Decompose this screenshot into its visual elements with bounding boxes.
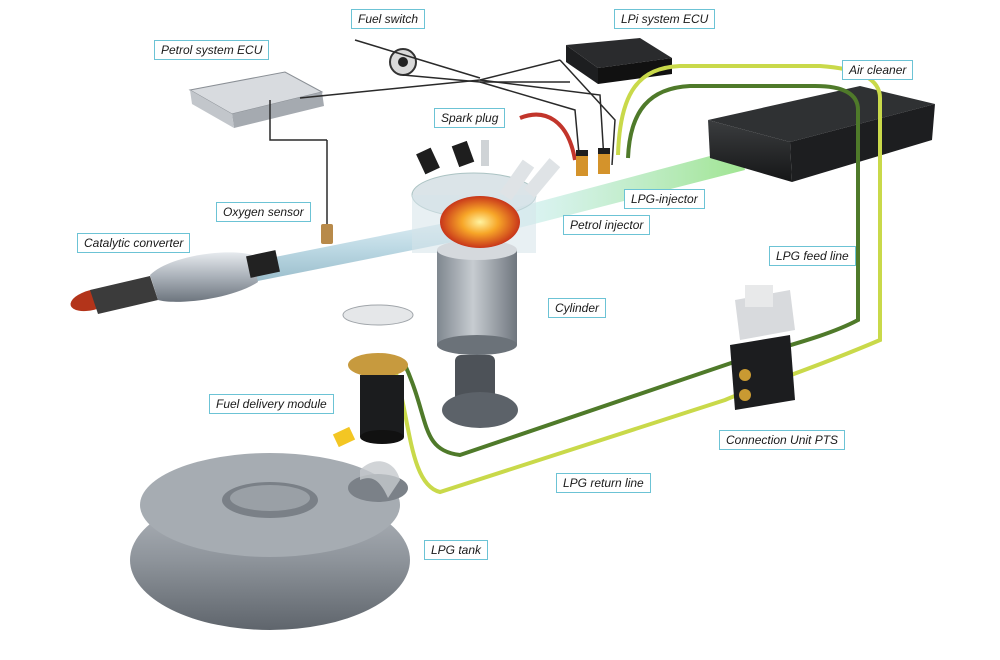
label-lpi-system-ecu: LPi system ECU xyxy=(614,9,716,29)
connection-unit-part xyxy=(730,285,795,410)
cylinder-part xyxy=(411,172,537,428)
injectors xyxy=(576,148,610,176)
label-spark-plug: Spark plug xyxy=(434,108,506,128)
label-air-cleaner: Air cleaner xyxy=(842,60,914,80)
label-catalytic-converter: Catalytic converter xyxy=(77,233,191,253)
label-lpg-injector: LPG-injector xyxy=(624,189,705,209)
catalytic-converter-part xyxy=(70,250,280,314)
label-oxygen-sensor: Oxygen sensor xyxy=(216,202,311,222)
petrol-ecu-part xyxy=(188,71,324,128)
label-lpg-tank: LPG tank xyxy=(424,540,489,560)
oxygen-sensor-part xyxy=(321,140,333,244)
spark-plugs xyxy=(416,112,577,201)
lpi-ecu-part xyxy=(566,38,672,84)
lpg-feed-line-pipe xyxy=(403,84,860,458)
fuel-switch-part xyxy=(389,48,417,76)
label-connection-unit-pts: Connection Unit PTS xyxy=(719,430,846,450)
lpg-return-line-pipe xyxy=(393,64,882,495)
lpg-tank-part xyxy=(130,453,410,630)
fuel-delivery-module-part xyxy=(332,304,414,448)
label-petrol-system-ecu: Petrol system ECU xyxy=(154,40,270,60)
label-cylinder: Cylinder xyxy=(548,298,607,318)
label-fuel-delivery-module: Fuel delivery module xyxy=(209,394,334,414)
wiring-harness xyxy=(269,39,616,166)
label-fuel-switch: Fuel switch xyxy=(351,9,426,29)
label-petrol-injector: Petrol injector xyxy=(563,215,651,235)
label-lpg-return-line: LPG return line xyxy=(556,473,651,493)
label-lpg-feed-line: LPG feed line xyxy=(769,246,856,266)
